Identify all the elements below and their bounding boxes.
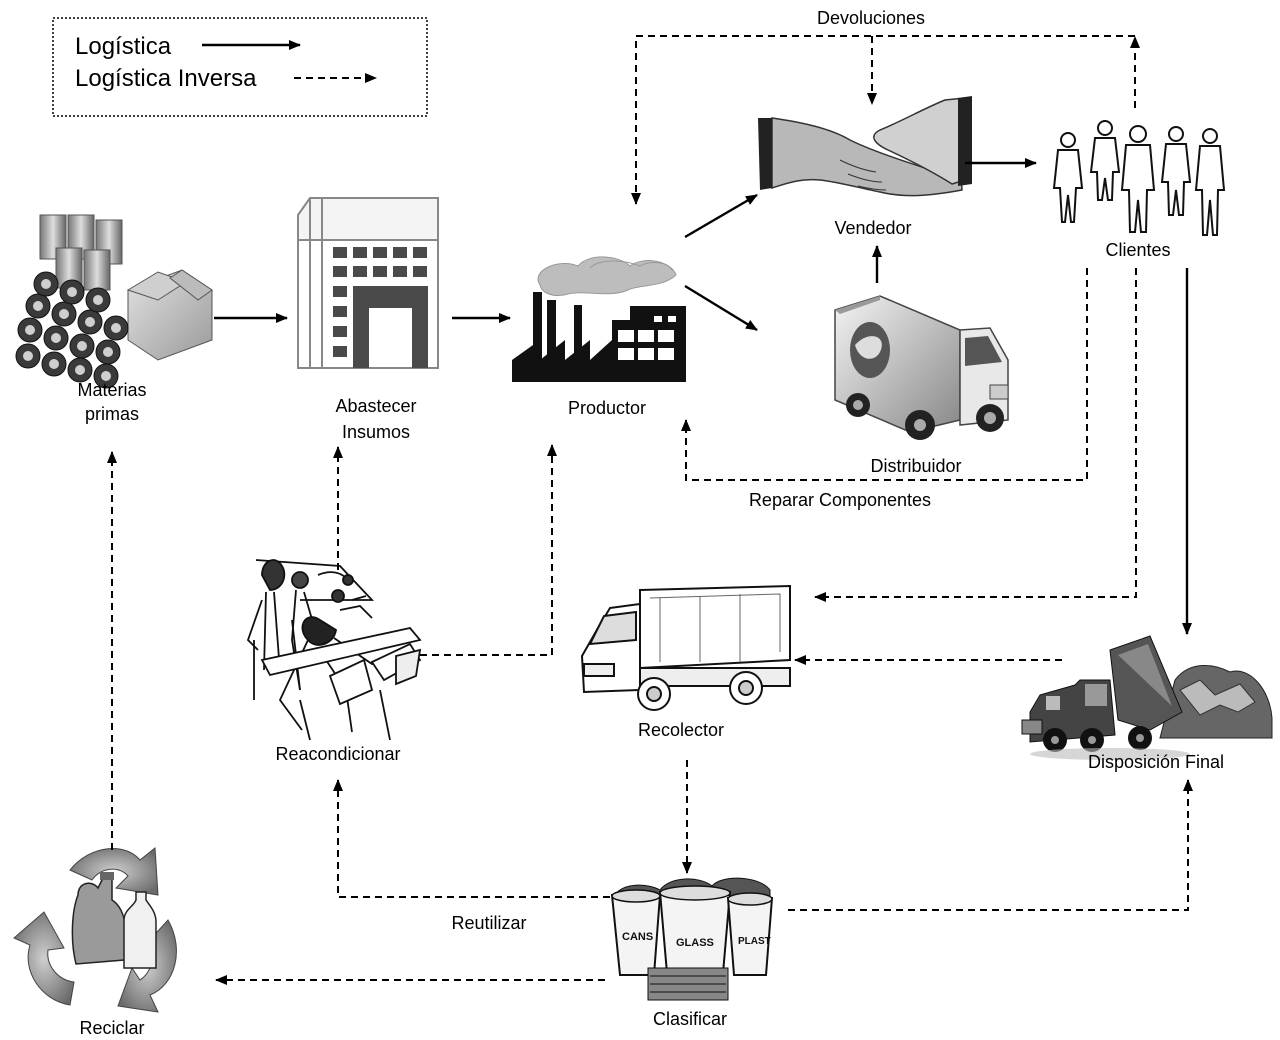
reverse-flow-arrows (107, 35, 1193, 985)
label-materias-primas-1: Materias (77, 380, 146, 400)
legend-dashed-label: Logística Inversa (75, 65, 257, 92)
raw-materials-icon (15, 214, 213, 389)
arrow-clientes-to-recolector (814, 268, 1137, 602)
label-reacondicionar: Reacondicionar (275, 744, 400, 764)
recycle-symbol-icon (13, 847, 177, 1013)
label-disposicion-final: Disposición Final (1088, 752, 1224, 772)
label-recolector: Recolector (638, 720, 724, 740)
label-reparar-componentes: Reparar Componentes (749, 490, 931, 510)
collector-truck-icon (580, 584, 791, 711)
arrow-reutilizar (333, 779, 610, 898)
delivery-truck-icon (834, 295, 1009, 440)
label-distribuidor: Distribuidor (870, 456, 961, 476)
label-reutilizar: Reutilizar (451, 913, 526, 933)
arrow-reparar-componentes (681, 268, 1088, 481)
arrow-productor-to-distribuidor (684, 284, 758, 332)
bin-label-plast: PLAST (738, 936, 771, 947)
building-icon (297, 197, 439, 369)
legend: Logística Logística Inversa (52, 17, 428, 117)
node-labels: Materias primas Abastecer Insumos Produc… (77, 218, 1224, 1038)
handshake-icon (758, 96, 972, 197)
label-clasificar: Clasificar (653, 1009, 727, 1029)
legend-solid-label: Logística (75, 33, 172, 60)
forward-flow-arrows (214, 158, 1192, 635)
label-devoluciones: Devoluciones (817, 8, 925, 28)
bin-label-glass: GLASS (676, 937, 714, 949)
bin-label-cans: CANS (622, 931, 653, 943)
label-abastecer-1: Abastecer (335, 396, 416, 416)
dump-truck-icon (1021, 635, 1273, 760)
arrow-clasificar-to-disposicion (788, 779, 1193, 911)
customers-icon (1052, 120, 1226, 236)
label-reciclar: Reciclar (79, 1018, 144, 1038)
label-abastecer-2: Insumos (342, 422, 410, 442)
label-productor: Productor (568, 398, 646, 418)
arrow-devoluciones-to-productor (631, 35, 1136, 205)
label-materias-primas-2: primas (85, 404, 139, 424)
workers-icon (246, 559, 422, 741)
arrow-productor-to-vendedor (684, 193, 758, 239)
edge-labels: Devoluciones Reparar Componentes Reutili… (451, 8, 931, 933)
arrow-reacondicionar-to-productor (420, 444, 557, 656)
label-clientes: Clientes (1105, 240, 1170, 260)
factory-icon (512, 256, 686, 382)
recycling-bins-icon: CANS GLASS PLAST (610, 877, 774, 1001)
label-vendedor: Vendedor (834, 218, 911, 238)
